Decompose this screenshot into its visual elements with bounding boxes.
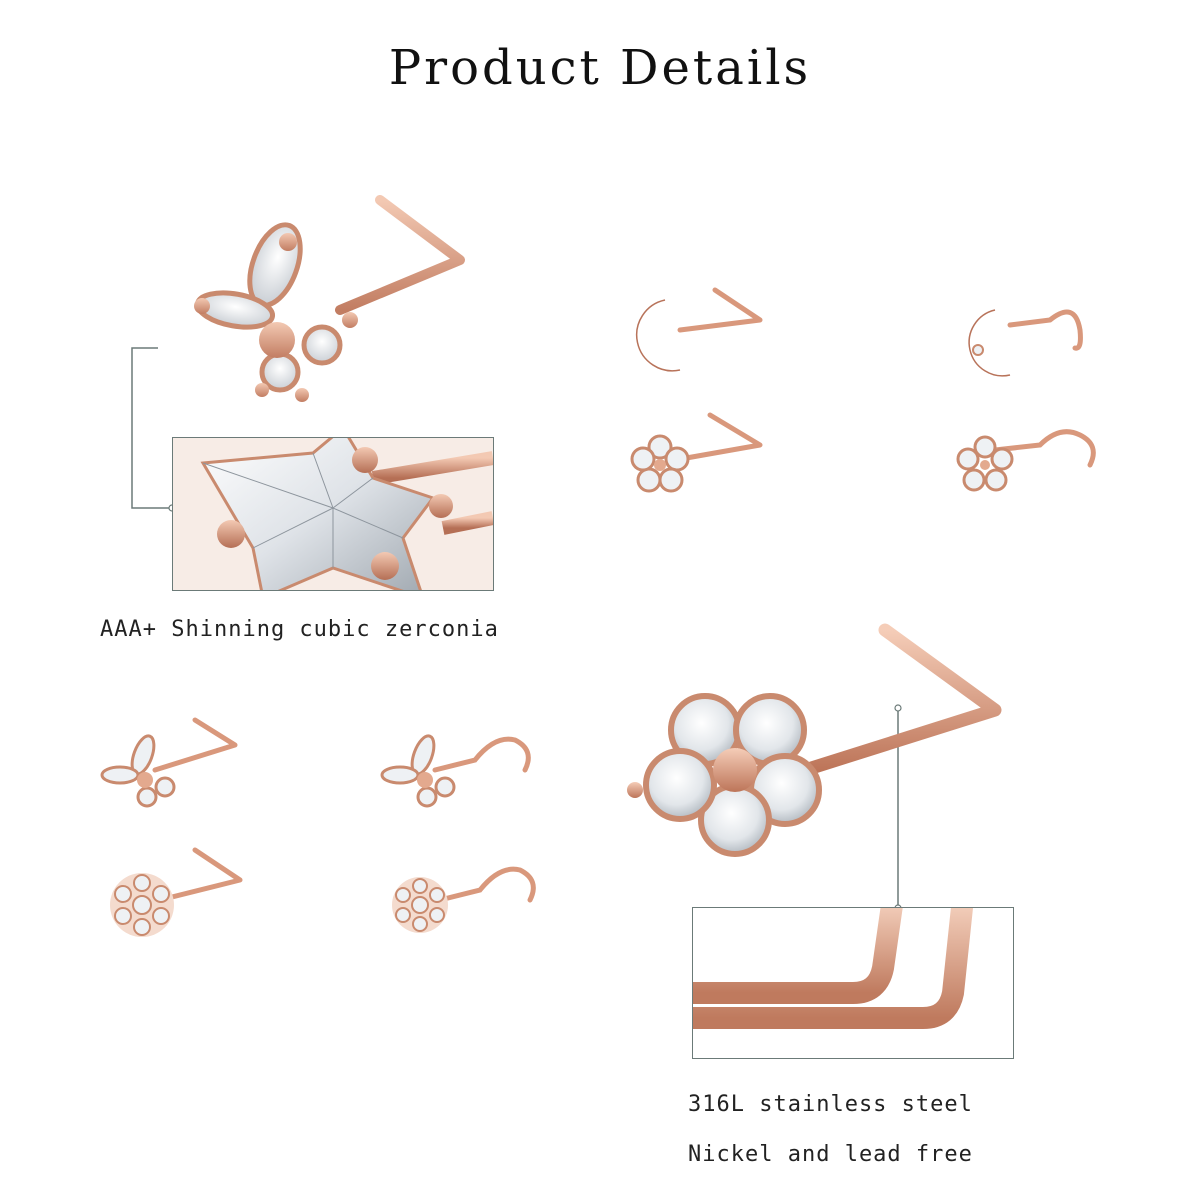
snowflake-l-stud [110, 847, 243, 937]
caption-steel: 316L stainless steel [688, 1092, 973, 1117]
moon-screw-stud [968, 309, 1083, 377]
butterfly-screw-stud-small [380, 734, 531, 808]
moon-l-stud [635, 287, 763, 372]
flower-screw-stud-small [956, 429, 1096, 492]
flower-l-stud-small [630, 412, 763, 493]
zirconia-detail-box [172, 437, 494, 591]
caption-zirconia: AAA+ Shinning cubic zerconia [100, 617, 499, 642]
butterfly-l-stud-small [100, 717, 238, 808]
butterfly-stud-large [194, 195, 465, 402]
steel-detail-box [692, 907, 1014, 1059]
snowflake-screw-stud [392, 866, 536, 933]
flower-stud-large [627, 623, 1002, 857]
l-post-closeup [693, 908, 974, 1029]
caption-lead-free: Nickel and lead free [688, 1142, 973, 1167]
star-zirconia-closeup [200, 438, 493, 590]
page-title: Product Details [388, 40, 812, 96]
